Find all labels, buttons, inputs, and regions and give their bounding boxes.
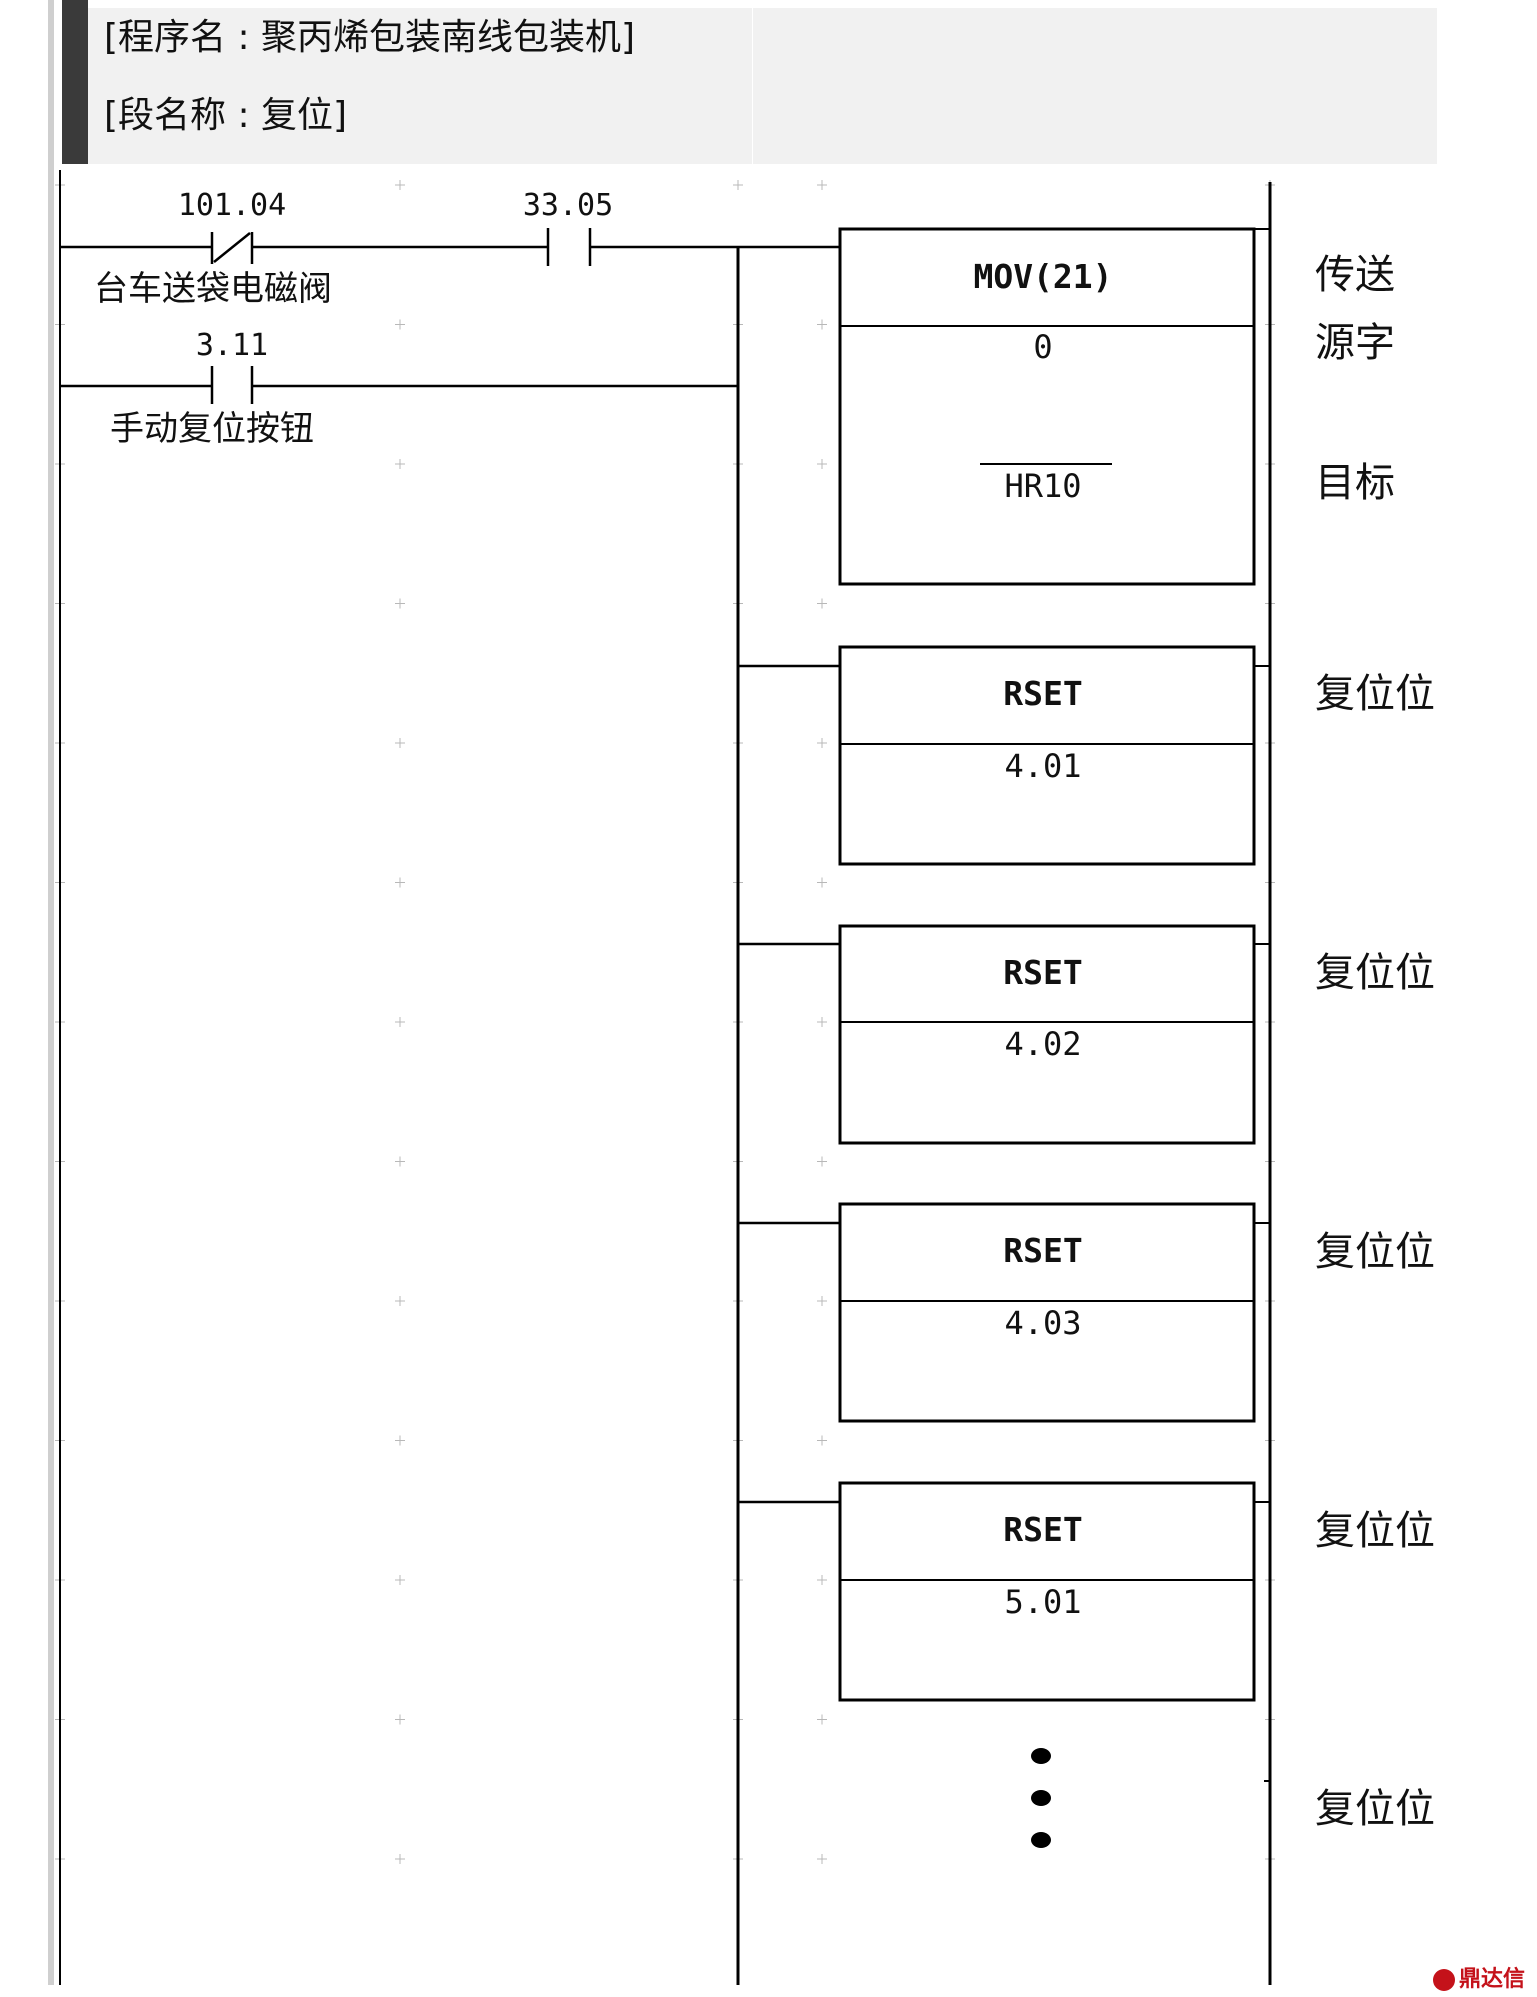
instruction-name: RSET — [1003, 953, 1082, 992]
instruction-comment: 复位位 — [1315, 1508, 1435, 1554]
header-marker-bar — [62, 0, 88, 164]
contact-address: 101.04 — [178, 188, 286, 223]
header-divider — [752, 8, 753, 164]
continuation-ellipsis — [1031, 1748, 1051, 1848]
instruction-name: RSET — [1003, 1231, 1082, 1270]
instruction-rset: RSET 5.01 — [738, 1481, 1270, 1702]
contact-comment: 手动复位按钮 — [110, 409, 314, 449]
instruction-rset: RSET 4.01 — [738, 645, 1270, 866]
instruction-rset: RSET 4.03 — [738, 1202, 1270, 1423]
instruction-comment: 复位位 — [1315, 1229, 1435, 1275]
watermark-logo: 鼎达信 — [1432, 1961, 1525, 1993]
instruction-name: RSET — [1003, 674, 1082, 713]
instruction-mov: MOV(21) 0 HR10 — [738, 227, 1270, 586]
instruction-operand: 4.03 — [1004, 1304, 1081, 1342]
instruction-rset: RSET 4.02 — [738, 924, 1270, 1145]
program-name-line: [程序名 : 聚丙烯包装南线包装机] — [104, 17, 636, 58]
instruction-comment: 复位位 — [1315, 671, 1435, 717]
instruction-operand: 4.01 — [1004, 747, 1081, 785]
logo-icon — [1432, 1969, 1455, 1991]
instruction-comment: 传送 — [1315, 252, 1395, 298]
contact-33-05 — [546, 228, 592, 266]
instruction-operand: HR10 — [1004, 467, 1081, 505]
instruction-comment: 目标 — [1315, 460, 1395, 506]
contact-comment: 台车送袋电磁阀 — [94, 269, 332, 309]
instruction-operand: 5.01 — [1004, 1583, 1081, 1621]
instruction-comment: 复位位 — [1315, 950, 1435, 996]
instruction-name: MOV(21) — [973, 257, 1112, 296]
window-left-edge — [48, 0, 54, 1985]
instruction-operand: 4.02 — [1004, 1025, 1081, 1063]
section-header — [62, 8, 1437, 164]
contact-address: 3.11 — [196, 328, 268, 363]
contact-address: 33.05 — [523, 188, 613, 223]
watermark-text: 鼎达信 — [1458, 1967, 1525, 1992]
section-name-line: [段名称 : 复位] — [104, 95, 348, 136]
instruction-comment: 源字 — [1315, 320, 1395, 366]
contact-3-11 — [210, 366, 254, 404]
instruction-name: RSET — [1003, 1510, 1082, 1549]
instruction-comment: 复位位 — [1315, 1786, 1435, 1832]
instruction-operand: 0 — [1033, 328, 1052, 366]
contact-101-04 — [210, 232, 254, 264]
